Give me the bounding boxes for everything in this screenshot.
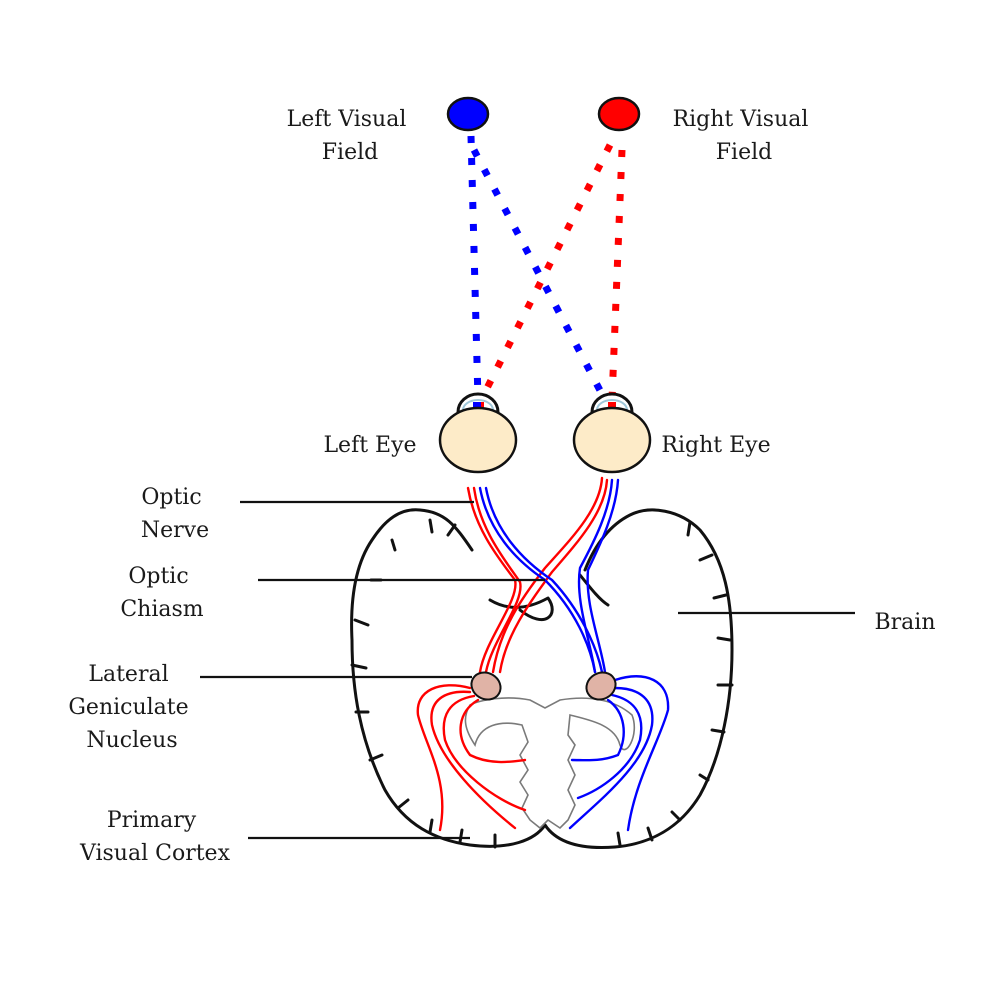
- primary-visual-cortex-label: Primary Visual Cortex: [79, 808, 231, 866]
- right-eye-label: Right Eye: [661, 433, 770, 458]
- left-visual-field-label: Left Visual Field: [287, 107, 414, 165]
- left-eye: [438, 392, 518, 474]
- left-field-ray-to-left-eye: [467, 135, 482, 401]
- inner-brain-structure: [464, 697, 636, 830]
- right-field-fibers: [416, 476, 609, 832]
- right-visual-field-label: Right Visual Field: [673, 107, 816, 165]
- left-field-ray-to-right-eye: [470, 148, 608, 400]
- left-lgn: [470, 671, 502, 701]
- lgn-label: Lateral Geniculate Nucleus: [68, 662, 195, 753]
- right-field-ray-to-left-eye: [476, 143, 614, 404]
- optic-chiasm-label: Optic Chiasm: [120, 564, 203, 622]
- right-visual-field-marker: [597, 96, 641, 132]
- right-field-ray-to-right-eye: [608, 149, 626, 401]
- right-lgn: [585, 671, 617, 701]
- optic-nerve-label: Optic Nerve: [141, 485, 209, 543]
- brain-label: Brain: [874, 610, 935, 635]
- brain-outline: [350, 508, 734, 850]
- right-eye: [572, 392, 652, 474]
- left-visual-field-marker: [446, 96, 490, 132]
- left-eye-label: Left Eye: [323, 433, 416, 458]
